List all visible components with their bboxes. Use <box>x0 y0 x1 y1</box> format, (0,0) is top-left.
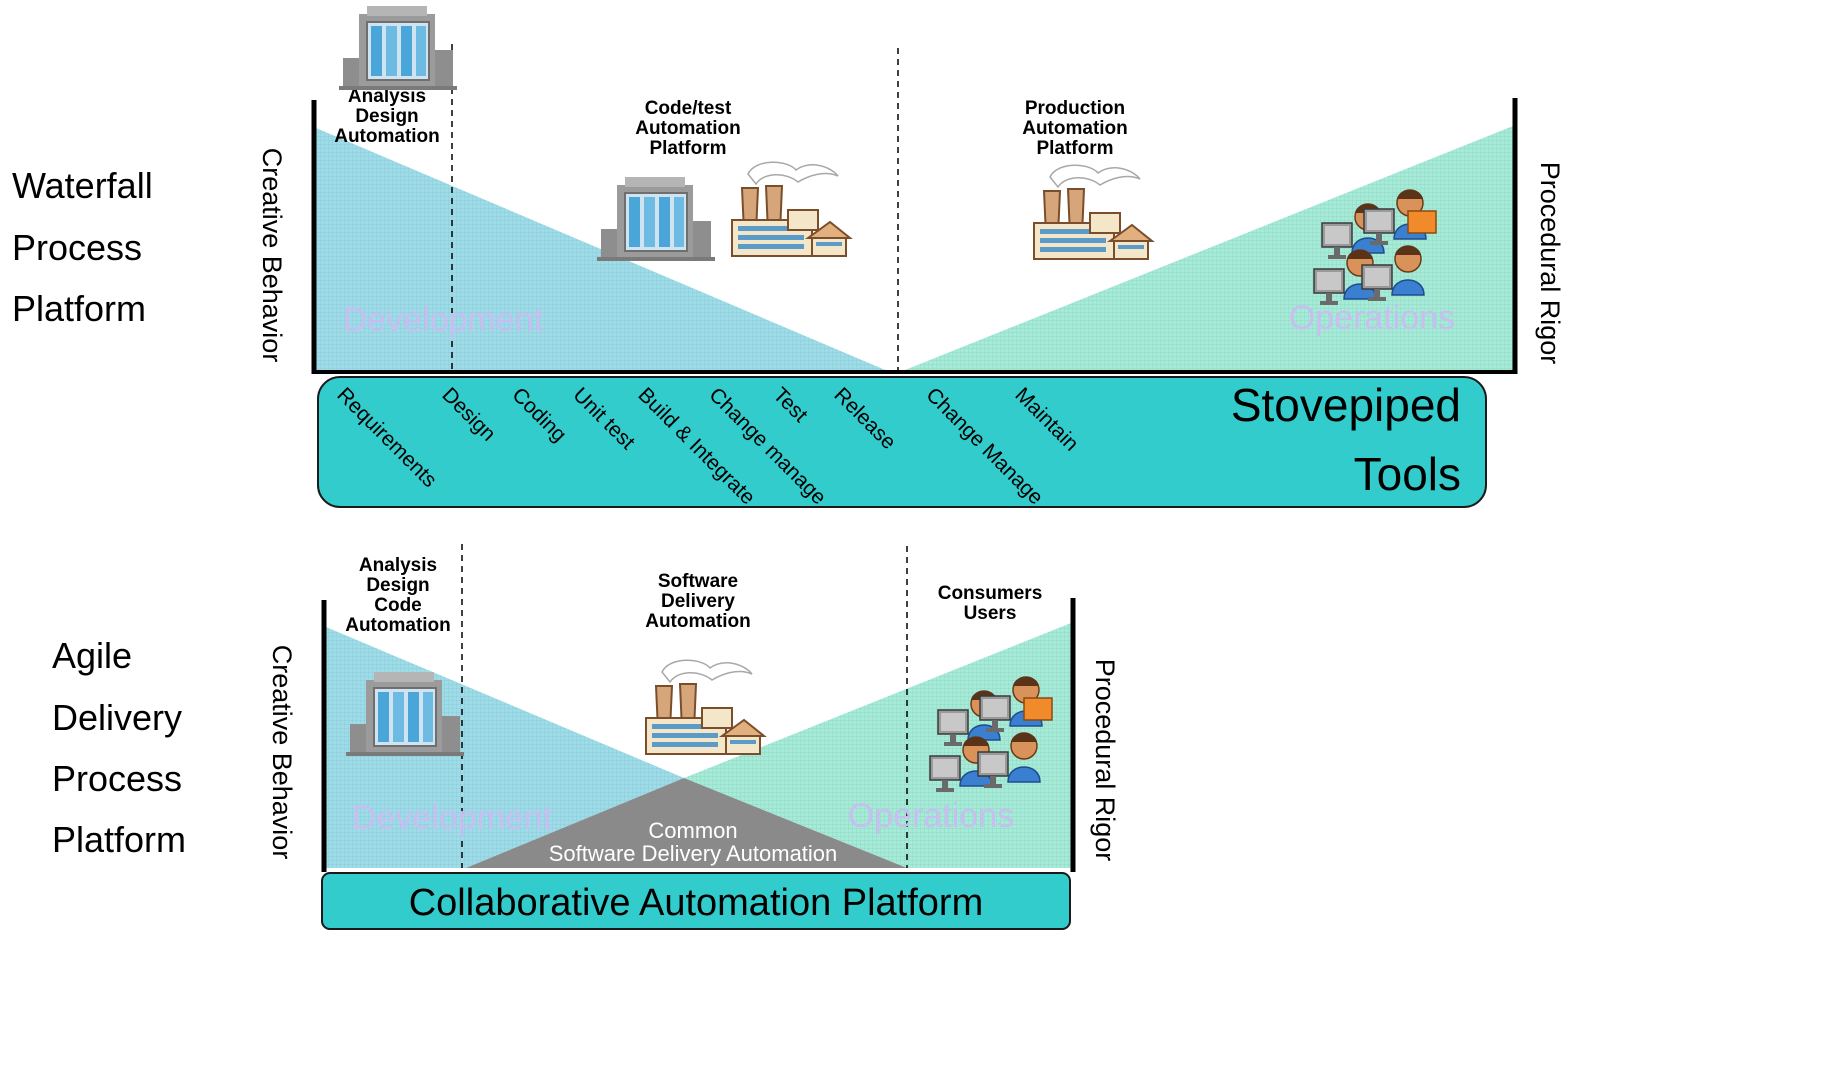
agile-left-axis-label: Creative Behavior <box>267 645 297 860</box>
waterfall-right-axis-label: Procedural Rigor <box>1535 162 1565 365</box>
agile-phase-1-line-2: Design <box>366 575 429 596</box>
agile-phase-1-line-4: Automation <box>345 615 451 636</box>
waterfall-development-label: Development <box>343 301 544 339</box>
waterfall-phase-3-line-1: Production <box>1025 98 1125 119</box>
waterfall-operations-area <box>900 126 1513 372</box>
agile-phase-1-line-3: Code <box>374 595 422 616</box>
agile-title-line-1: Agile <box>52 635 132 676</box>
common-label-line-1: Common <box>648 818 737 843</box>
common-label-line-2: Software Delivery Automation <box>549 841 838 866</box>
agile-phase-2-line-2: Delivery <box>661 591 735 612</box>
agile-phase-2-line-3: Automation <box>645 611 751 632</box>
stovepiped-tools-line-1: Stovepiped <box>1231 379 1461 431</box>
agile-phase-3-line-1: Consumers <box>938 583 1043 604</box>
waterfall-phase-3-line-3: Platform <box>1036 138 1113 159</box>
agile-phase-1-line-1: Analysis <box>359 555 437 576</box>
agile-operations-area <box>684 623 1071 868</box>
stovepiped-tools-line-2: Tools <box>1354 448 1461 500</box>
waterfall-title-line-2: Process <box>12 227 142 268</box>
waterfall-title: Waterfall Process Platform <box>12 165 153 329</box>
collaborative-platform-label: Collaborative Automation Platform <box>409 882 984 924</box>
agile-phase-consumers: Consumers Users <box>938 583 1043 624</box>
common-software-delivery-area <box>466 778 907 868</box>
office-building-icon <box>596 176 716 262</box>
agile-phase-2-line-1: Software <box>658 571 738 592</box>
stovepiped-tools-band <box>317 376 1487 508</box>
waterfall-left-axis-label: Creative Behavior <box>257 148 287 363</box>
agile-phase-analysis: Analysis Design Code Automation <box>345 555 451 636</box>
waterfall-title-line-1: Waterfall <box>12 165 153 206</box>
waterfall-phase-2-line-3: Platform <box>649 138 726 159</box>
agile-phase-delivery: Software Delivery Automation <box>645 571 751 632</box>
waterfall-phase-codetest: Code/test Automation Platform <box>635 98 741 159</box>
agile-title: Agile Delivery Process Platform <box>52 635 186 860</box>
waterfall-operations-label: Operations <box>1289 299 1455 337</box>
agile-title-line-4: Platform <box>52 819 186 860</box>
agile-right-axis-label: Procedural Rigor <box>1090 659 1120 862</box>
factory-icon <box>645 659 765 755</box>
collaborative-platform-band <box>321 872 1071 930</box>
agile-title-line-2: Delivery <box>52 697 182 738</box>
waterfall-phase-production: Production Automation Platform <box>1022 98 1128 159</box>
waterfall-phase-analysis: Analysis Design Automation <box>334 86 440 147</box>
waterfall-phase-1-line-2: Design <box>355 106 418 127</box>
factory-icon <box>1033 164 1153 260</box>
waterfall-phase-2-line-2: Automation <box>635 118 741 139</box>
waterfall-phase-2-line-1: Code/test <box>645 98 732 119</box>
agile-development-label: Development <box>352 799 553 837</box>
agile-phase-3-line-2: Users <box>964 603 1017 624</box>
waterfall-phase-1-line-3: Automation <box>334 126 440 147</box>
agile-operations-label: Operations <box>848 797 1014 835</box>
office-building-icon <box>338 5 458 91</box>
waterfall-title-line-3: Platform <box>12 288 146 329</box>
waterfall-phase-3-line-2: Automation <box>1022 118 1128 139</box>
waterfall-phase-1-line-1: Analysis <box>348 86 426 107</box>
factory-icon <box>731 161 851 257</box>
agile-title-line-3: Process <box>52 758 182 799</box>
